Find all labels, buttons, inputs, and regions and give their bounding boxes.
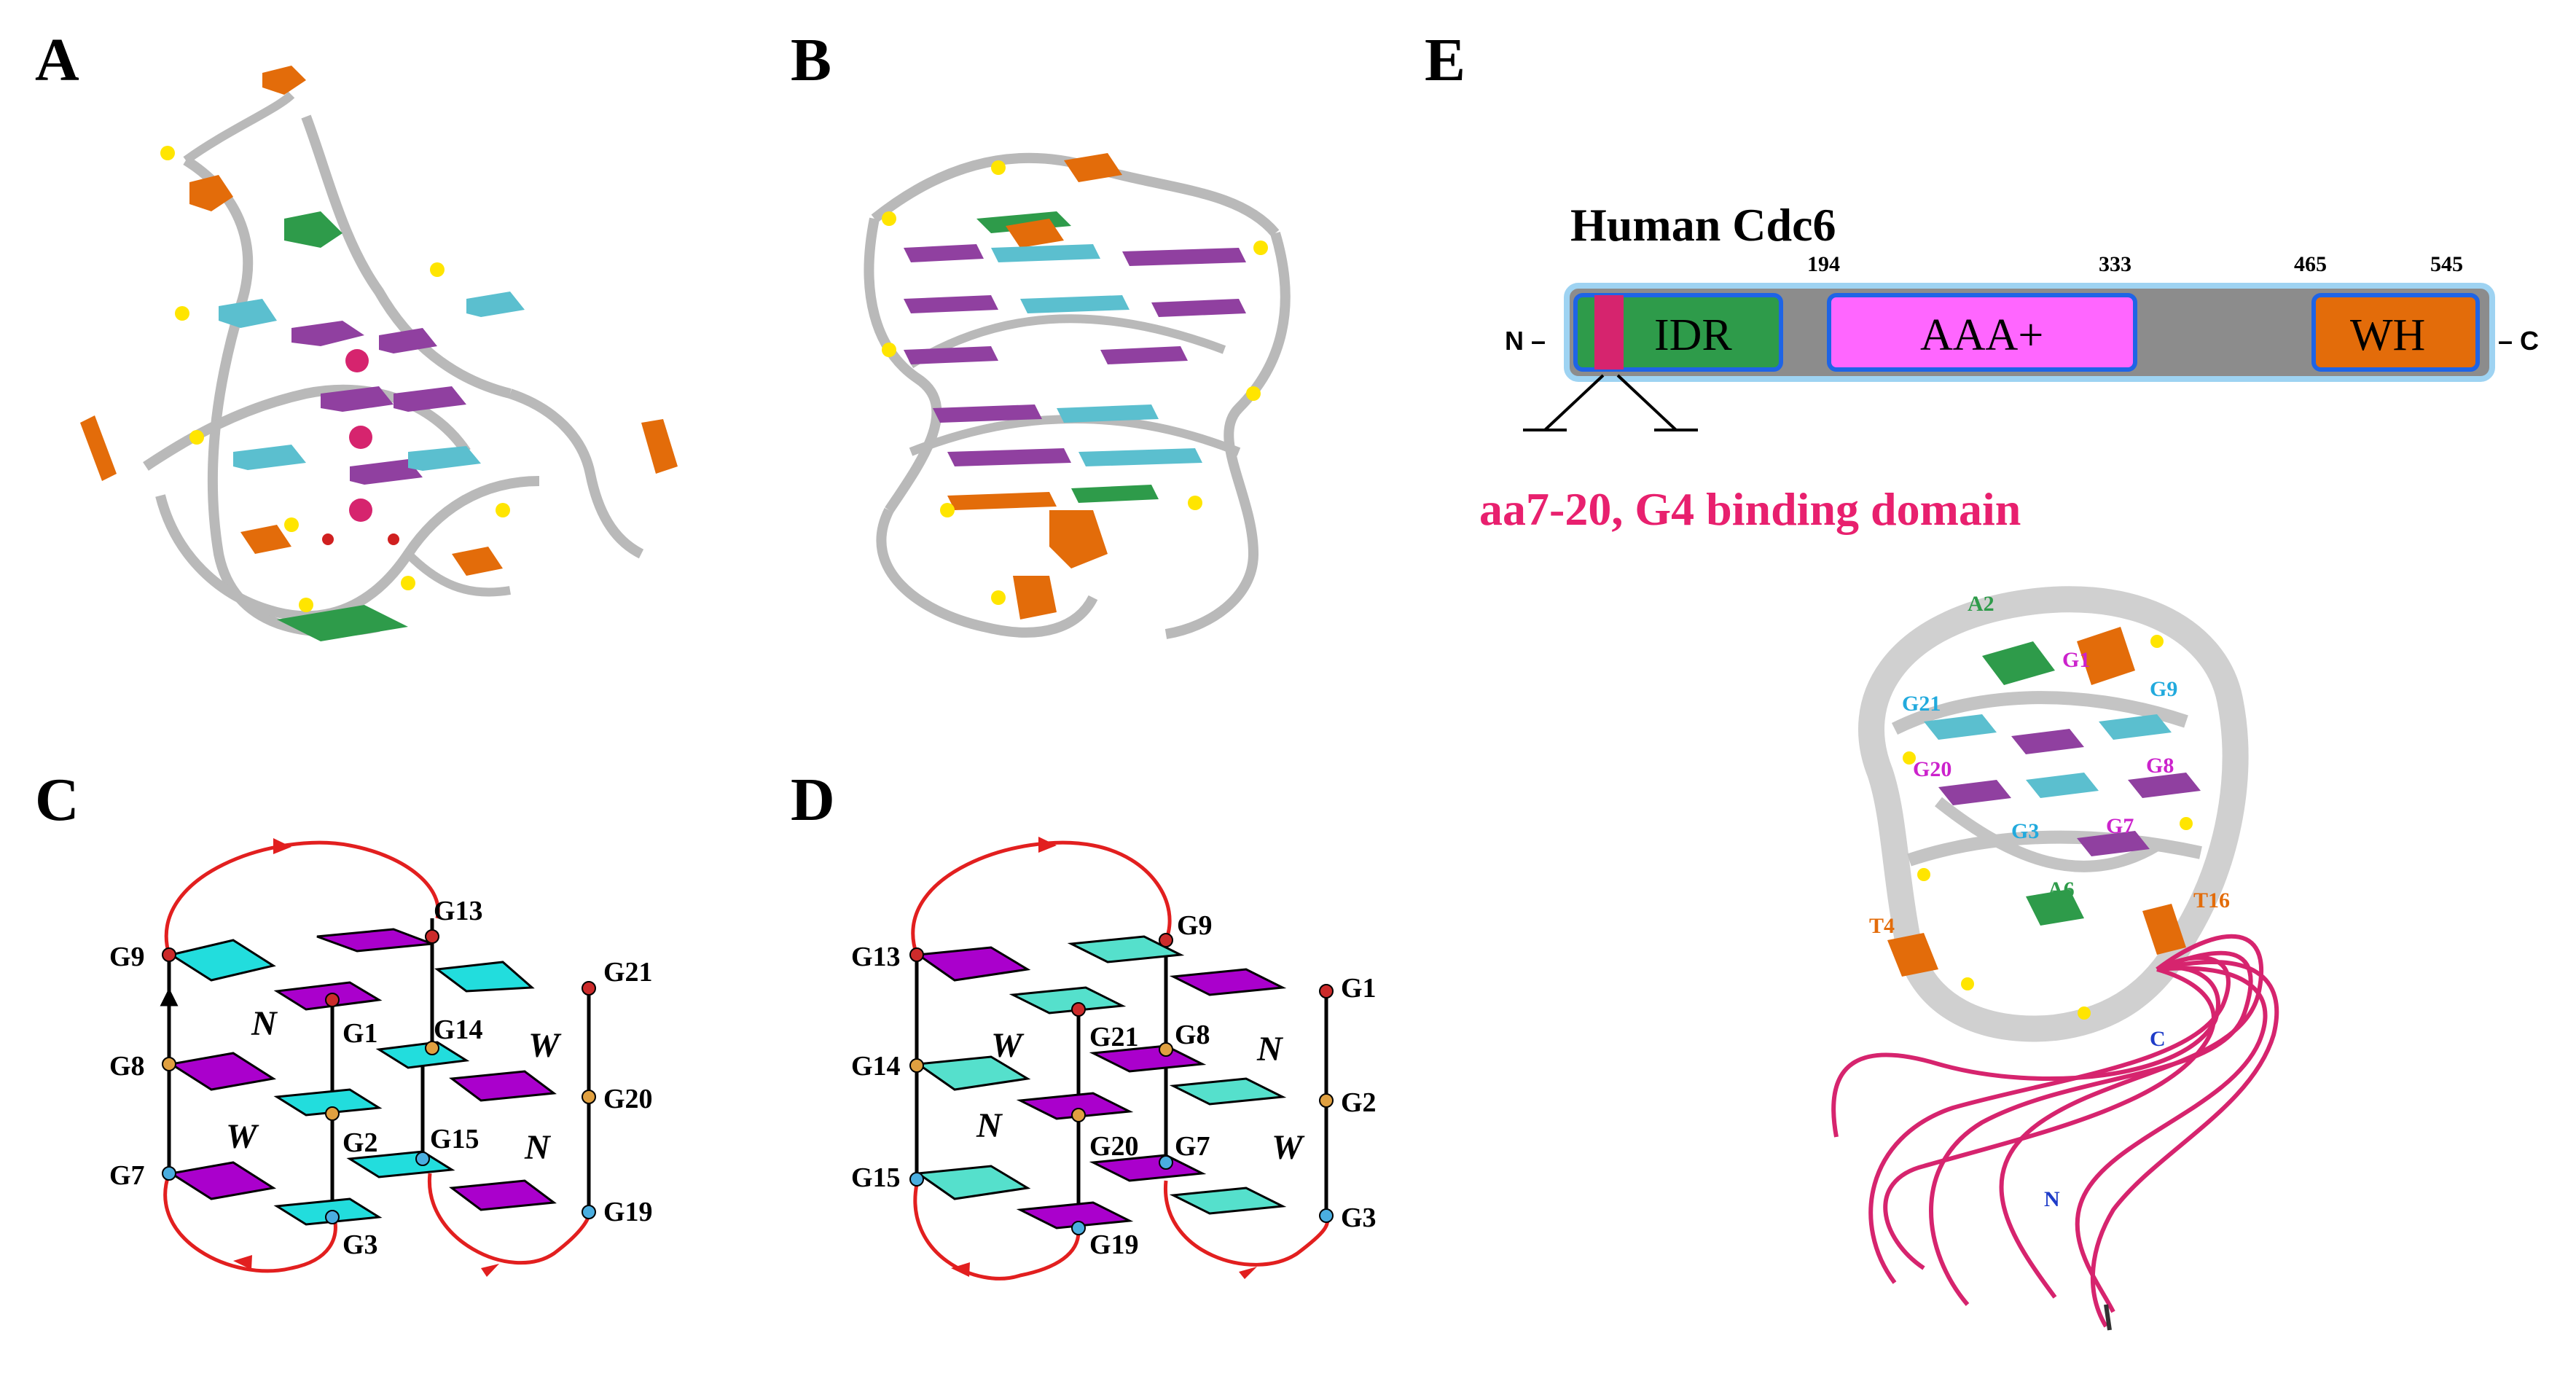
aaa-domain <box>1827 293 2137 372</box>
d-label-g14: G14 <box>851 1051 901 1082</box>
panel-a-structure <box>80 66 678 641</box>
d-label-g20: G20 <box>1089 1131 1139 1162</box>
panel-e-label: E <box>1425 26 1465 94</box>
panel-a: A <box>35 26 678 641</box>
panel-d: D <box>791 766 1377 1281</box>
ens-label-c: C <box>2150 1027 2166 1051</box>
cdc6-title: Human Cdc6 <box>1570 199 1836 251</box>
panel-c: C <box>35 766 653 1277</box>
d-label-g8: G8 <box>1175 1020 1210 1050</box>
d-groove-w2: W <box>1272 1128 1305 1167</box>
d-label-g2: G2 <box>1341 1087 1377 1118</box>
c-groove-n1: N <box>251 1004 278 1043</box>
c-terminus: – C <box>2498 326 2539 356</box>
c-label-g20: G20 <box>603 1084 653 1114</box>
ens-label-a2: A2 <box>1968 592 1994 616</box>
pos-194: 194 <box>1807 252 1840 276</box>
c-label-g2: G2 <box>342 1127 378 1158</box>
d-label-g19: G19 <box>1089 1230 1139 1260</box>
c-label-g13: G13 <box>434 896 483 926</box>
aaa-label: AAA+ <box>1920 310 2043 360</box>
ens-label-t4: T4 <box>1869 914 1895 938</box>
ens-label-g9: G9 <box>2150 677 2177 701</box>
d-label-g15: G15 <box>851 1162 901 1193</box>
wh-label: WH <box>2350 310 2425 360</box>
g4-binding-segment <box>1594 295 1624 370</box>
panel-d-label: D <box>791 766 835 834</box>
pos-333: 333 <box>2099 252 2131 276</box>
c-label-g15: G15 <box>430 1124 479 1154</box>
panel-d-topology: G13 G9 G1 G21 G8 G14 G2 G20 G7 G15 G3 G1… <box>851 837 1377 1281</box>
c-label-g8: G8 <box>109 1051 145 1082</box>
c-label-g21: G21 <box>603 957 653 988</box>
c-label-g1: G1 <box>342 1018 378 1049</box>
c-label-g14: G14 <box>434 1015 483 1045</box>
idr-domain <box>1573 293 1783 372</box>
d-groove-n1: N <box>1256 1030 1284 1068</box>
panel-a-label: A <box>35 26 79 94</box>
c-label-g19: G19 <box>603 1197 653 1227</box>
d-label-g7: G7 <box>1175 1131 1210 1162</box>
d-label-g13: G13 <box>851 942 901 972</box>
ens-label-g3: G3 <box>2011 819 2039 843</box>
d-groove-w1: W <box>991 1026 1025 1065</box>
d-label-g3: G3 <box>1341 1203 1377 1233</box>
wh-domain <box>2311 293 2480 372</box>
panel-c-label: C <box>35 766 79 834</box>
d-groove-n2: N <box>976 1106 1003 1145</box>
pos-465: 465 <box>2294 252 2327 276</box>
panel-e: E Human Cdc6 194 333 465 545 N – – C IDR… <box>1425 26 2539 1331</box>
c-label-g3: G3 <box>342 1230 378 1260</box>
nmr-ensemble-structure: A2 G1 G9 G21 G20 G8 G3 G7 A6 T4 T16 C N <box>1831 586 2279 1331</box>
c-label-g7: G7 <box>109 1160 145 1191</box>
n-terminus: N – <box>1505 326 1546 356</box>
binding-domain-label: aa7-20, G4 binding domain <box>1479 483 2021 535</box>
ens-label-g8: G8 <box>2146 754 2174 778</box>
ens-label-g20: G20 <box>1913 757 1951 781</box>
ens-label-g21: G21 <box>1902 692 1941 716</box>
ens-label-a6: A6 <box>2048 877 2075 902</box>
d-label-g1: G1 <box>1341 973 1377 1004</box>
panel-b-structure <box>864 152 1291 639</box>
ens-label-n: N <box>2044 1187 2060 1211</box>
panel-c-topology: G9 G13 G21 G1 G14 G8 G20 G2 G15 G7 G19 G… <box>109 838 653 1277</box>
cdc6-domain-map: Human Cdc6 194 333 465 545 N – – C IDR A… <box>1479 199 2539 535</box>
pos-545: 545 <box>2430 252 2463 276</box>
ens-label-g1: G1 <box>2062 648 2090 672</box>
panel-b: B <box>791 26 1291 639</box>
c-groove-n2: N <box>524 1128 552 1167</box>
ens-label-g7: G7 <box>2106 814 2134 838</box>
d-label-g21: G21 <box>1089 1022 1139 1052</box>
c-label-g9: G9 <box>109 942 145 972</box>
c-groove-w1: W <box>528 1026 562 1065</box>
idr-label: IDR <box>1654 310 1732 360</box>
ens-label-t16: T16 <box>2193 888 2230 912</box>
d-label-g9: G9 <box>1177 910 1213 941</box>
panel-b-label: B <box>791 26 831 94</box>
c-groove-w2: W <box>226 1117 259 1156</box>
